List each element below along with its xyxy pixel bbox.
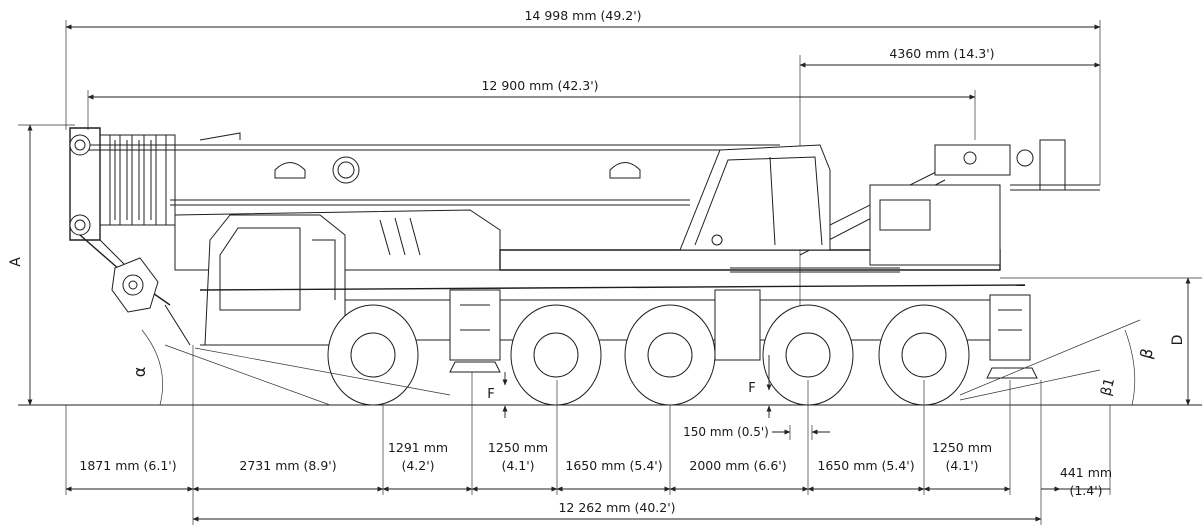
dim-1291-ft-label: (4.2') <box>401 458 434 473</box>
dimension-a-label: A <box>8 257 24 267</box>
axle-1650-a-label: 1650 mm (5.4') <box>565 458 662 473</box>
outrigger-span-dimension: 12 262 mm (40.2') <box>192 500 1042 522</box>
rear-441-label: 441 mm <box>1060 465 1112 480</box>
top-dimension-boom: 12 900 mm (42.3') <box>87 78 976 140</box>
clearance-f-left-label: F <box>487 387 494 402</box>
dimension-d-label: D <box>1170 335 1186 346</box>
dim-1250-left-label: 1250 mm <box>488 440 548 455</box>
approach-angle-alpha: α <box>130 367 149 378</box>
dim-1250-right-ft-label: (4.1') <box>945 458 978 473</box>
outrigger-span-label: 12 262 mm (40.2') <box>558 500 675 515</box>
dim-1291-label: 1291 mm <box>388 440 448 455</box>
cab-to-front-label: 4360 mm (14.3') <box>889 46 994 61</box>
clearance-f-right-label: F <box>748 381 755 396</box>
top-dimension-overall: 14 998 mm (49.2') <box>65 8 1101 185</box>
height-dimension-a: A <box>8 124 75 406</box>
offset-150-label: 150 mm (0.5') <box>683 425 769 439</box>
crane-illustration <box>69 127 1141 406</box>
wheels <box>327 304 970 406</box>
dim-1250-left-ft-label: (4.1') <box>501 458 534 473</box>
overall-length-label: 14 998 mm (49.2') <box>524 8 641 23</box>
front-overhang-label: 1871 mm (6.1') <box>79 458 176 473</box>
height-dimension-d: D <box>1000 277 1202 406</box>
departure-angle-beta1: β1 <box>1098 376 1118 397</box>
bottom-extension-lines <box>65 345 1111 525</box>
dim-1250-right-label: 1250 mm <box>932 440 992 455</box>
boom-length-label: 12 900 mm (42.3') <box>481 78 598 93</box>
axle-1650-b-label: 1650 mm (5.4') <box>817 458 914 473</box>
clearance-f-left: F <box>487 372 508 418</box>
rear-441-ft-label: (1.4') <box>1069 483 1102 498</box>
wheelbase-1-label: 2731 mm (8.9') <box>239 458 336 473</box>
departure-angle-beta: β <box>1136 346 1157 361</box>
clearance-f-right: F <box>748 355 772 418</box>
axle-2000-label: 2000 mm (6.6') <box>689 458 786 473</box>
offset-150: 150 mm (0.5') <box>683 425 830 440</box>
